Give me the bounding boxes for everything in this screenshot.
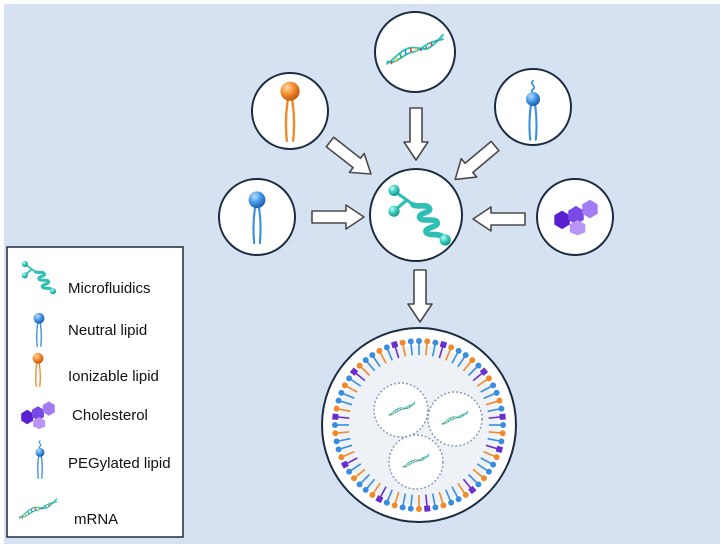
mrna-core-3 [388, 434, 444, 490]
ionizable-lipid-input-circle [251, 72, 329, 150]
shell-lipid-head [475, 481, 482, 488]
legend-label: mRNA [74, 511, 118, 528]
shell-lipid-head [432, 504, 439, 511]
shell-lipid-head [485, 375, 492, 382]
shell-lipid-head [469, 357, 476, 364]
shell-lipid-head [490, 461, 497, 468]
shell-lipid-head [416, 338, 422, 344]
shell-lipid-head [338, 454, 345, 461]
shell-cholesterol [439, 340, 448, 349]
shell-lipid-head [455, 347, 462, 354]
lnp-lipid-shell [332, 338, 506, 512]
shell-lipid-head [407, 338, 414, 345]
shell-lipid-head [399, 339, 406, 346]
shell-lipid-head [383, 499, 390, 506]
shell-lipid-head [462, 352, 469, 359]
shell-lipid-head [369, 352, 376, 359]
shell-cholesterol [375, 495, 384, 504]
shell-cholesterol [468, 485, 477, 495]
shell-cholesterol [495, 445, 504, 454]
shell-cholesterol [340, 460, 349, 469]
shell-lipid-head [475, 362, 482, 369]
shell-cholesterol [423, 505, 431, 512]
shell-lipid-head [376, 347, 383, 354]
microfluidics-mixer-circle [369, 168, 463, 262]
shell-lipid-head [432, 339, 439, 346]
legend-label: Microfluidics [68, 280, 151, 297]
shell-lipid-head [399, 504, 406, 511]
shell-lipid-head [333, 405, 340, 412]
shell-lipid-head [440, 502, 447, 509]
shell-lipid-head [500, 422, 506, 428]
shell-lipid-head [455, 496, 462, 503]
legend-item-pegylated-lipid: PEGylated lipid [34, 440, 171, 479]
shell-lipid-head [498, 405, 505, 412]
shell-lipid-head [448, 499, 455, 506]
shell-lipid-head [346, 468, 353, 475]
mrna-input-circle [374, 11, 456, 93]
legend: Microfluidics Neutral lipid Ionizable li… [6, 246, 184, 538]
shell-lipid-head [462, 491, 469, 498]
shell-lipid-head [416, 506, 422, 512]
lipid-nanoparticle [321, 327, 517, 523]
shell-lipid-head [362, 357, 369, 364]
legend-label: Neutral lipid [68, 322, 147, 339]
shell-lipid-head [369, 491, 376, 498]
shell-lipid-head [448, 344, 455, 351]
shell-lipid-head [351, 475, 358, 482]
shell-lipid-head [499, 430, 506, 437]
legend-item-ionizable-lipid: Ionizable lipid [31, 352, 159, 387]
neutral-lipid-input-circle [218, 178, 296, 256]
legend-label: PEGylated lipid [68, 455, 171, 472]
shell-lipid-head [493, 454, 500, 461]
shell-cholesterol [499, 413, 506, 421]
shell-cholesterol [349, 367, 359, 376]
shell-lipid-head [335, 446, 342, 453]
shell-cholesterol [479, 367, 489, 376]
shell-lipid-head [356, 362, 363, 369]
shell-lipid-head [490, 382, 497, 389]
shell-lipid-head [383, 344, 390, 351]
shell-lipid-head [391, 502, 398, 509]
shell-lipid-head [485, 468, 492, 475]
pegylated-lipid-input-circle [494, 68, 572, 146]
mrna-core-1 [373, 382, 429, 438]
shell-lipid-head [424, 338, 431, 345]
legend-item-mrna: mRNA [18, 497, 118, 528]
legend-item-neutral-lipid: Neutral lipid [32, 312, 147, 347]
shell-lipid-head [480, 475, 487, 482]
shell-lipid-head [338, 389, 345, 396]
shell-lipid-head [407, 505, 414, 512]
cholesterol-input-circle [536, 178, 614, 256]
shell-lipid-head [332, 430, 339, 437]
shell-lipid-head [498, 438, 505, 445]
shell-lipid-head [496, 397, 503, 404]
legend-label: Cholesterol [72, 407, 148, 424]
legend-item-cholesterol: Cholesterol [21, 401, 148, 429]
shell-lipid-head [493, 389, 500, 396]
shell-lipid-head [335, 397, 342, 404]
shell-lipid-head [346, 375, 353, 382]
shell-lipid-head [362, 486, 369, 493]
legend-label: Ionizable lipid [68, 368, 159, 385]
mrna-core-2 [427, 391, 483, 447]
shell-lipid-head [332, 422, 338, 428]
shell-cholesterol [390, 340, 399, 349]
shell-lipid-head [333, 438, 340, 445]
shell-lipid-head [341, 382, 348, 389]
shell-lipid-head [356, 481, 363, 488]
shell-cholesterol [332, 413, 339, 421]
legend-item-microfluidics: Microfluidics [20, 259, 151, 297]
